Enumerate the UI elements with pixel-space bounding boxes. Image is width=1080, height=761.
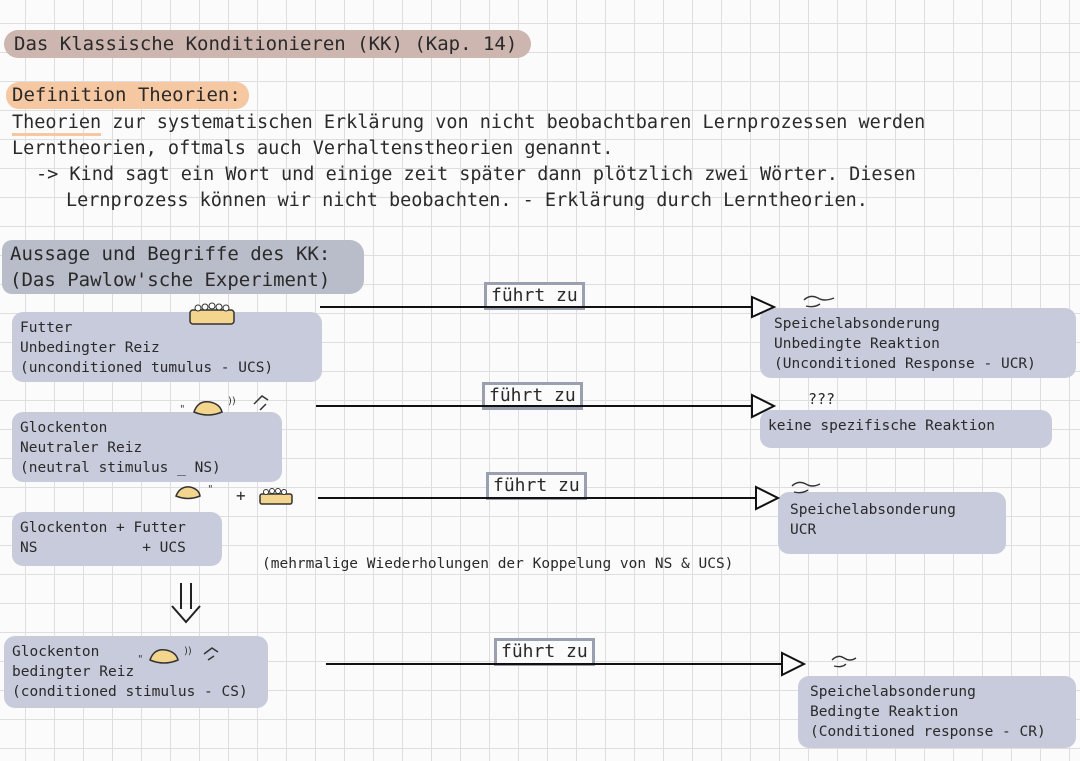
bell-icon: " ))	[180, 396, 236, 416]
arrow-row-2	[316, 393, 777, 419]
response-box-ucr-2: Speichelabsonderung UCR	[778, 492, 1006, 554]
arrow-row-4	[326, 651, 807, 677]
section-heading-line2: (Das Pawlow'sche Experiment)	[10, 269, 331, 291]
svg-text:": "	[180, 404, 185, 415]
stimulus-label: Futter	[20, 320, 73, 336]
down-arrow	[171, 583, 201, 624]
repetition-note: (mehrmalige Wiederholungen der Koppelung…	[262, 556, 734, 572]
response-term: UCR	[790, 522, 817, 538]
stimulus-label: Glockenton	[12, 644, 100, 660]
bell-icon: "	[175, 484, 213, 500]
definition-text: Theorien zur systematischen Erklärung vo…	[12, 110, 1072, 162]
definition-heading: Definition Theorien:	[6, 82, 249, 109]
stimulus-term: (unconditioned tumulus - UCS)	[20, 360, 274, 376]
svg-text:)): ))	[184, 646, 192, 657]
stimulus-type: bedingter Reiz	[12, 664, 135, 680]
stimulus-label: Glockenton + Futter	[20, 520, 186, 536]
arrow-row-3	[318, 485, 781, 511]
arrow-label: führt zu	[484, 282, 585, 310]
svg-text:)): ))	[228, 396, 236, 407]
section-heading-line1: Aussage und Begriffe des KK:	[10, 243, 331, 265]
response-box-ucr: Speichelabsonderung Unbedingte Reaktion …	[760, 308, 1076, 378]
example-line2: Lernprozess können wir nicht beobachten.…	[66, 190, 868, 211]
example-line1: -> Kind sagt ein Wort und einige zeit sp…	[36, 164, 916, 185]
dog-icon	[803, 295, 835, 308]
stimulus-type: Neutraler Reiz	[20, 440, 143, 456]
stimulus-term: (conditioned stimulus - CS)	[12, 684, 248, 700]
section-heading: Aussage und Begriffe des KK: (Das Pawlow…	[2, 240, 364, 294]
response-label: Speichelabsonderung	[810, 684, 976, 700]
question-marks: ???	[808, 390, 836, 408]
response-box-cr: Speichelabsonderung Bedingte Reaktion (C…	[798, 676, 1076, 748]
page-title: Das Klassische Konditionieren (KK) (Kap.…	[4, 30, 532, 58]
arrow-label: führt zu	[494, 638, 595, 666]
response-type: Unbedingte Reaktion	[774, 336, 940, 352]
arrow-label: führt zu	[486, 472, 587, 500]
definition-example: -> Kind sagt ein Wort und einige zeit sp…	[36, 162, 1076, 214]
response-term: (Unconditioned Response - UCR)	[774, 356, 1036, 372]
plus-sign: +	[236, 486, 246, 505]
dog-icon	[791, 481, 821, 494]
svg-text:": "	[208, 484, 213, 495]
definition-term: Theorien	[12, 112, 102, 136]
svg-text:": "	[138, 654, 143, 665]
food-bowl-icon	[189, 302, 235, 325]
stimulus-term: NS + UCS	[20, 540, 186, 556]
arrow-row-1	[320, 295, 777, 319]
definition-line2: Lerntheorien, oftmals auch Verhaltensthe…	[12, 138, 614, 159]
response-term: (Conditioned response - CR)	[810, 724, 1046, 740]
response-box-none: keine spezifische Reaktion	[760, 410, 1052, 448]
music-note-icon	[253, 395, 269, 411]
stimulus-box-ucs: Futter Unbedingter Reiz (unconditioned t…	[12, 312, 322, 382]
definition-line1: zur systematischen Erklärung von nicht b…	[101, 112, 926, 133]
stimulus-box-ns: Glockenton Neutraler Reiz (neutral stimu…	[12, 412, 282, 482]
response-label: keine spezifische Reaktion	[768, 418, 995, 434]
dog-icon	[831, 655, 857, 668]
bell-icon: " ))	[138, 646, 219, 665]
stimulus-term: (neutral stimulus _ NS)	[20, 460, 221, 476]
stimulus-type: Unbedingter Reiz	[20, 340, 160, 356]
response-type: Bedingte Reaktion	[810, 704, 959, 720]
food-bowl-icon	[259, 488, 293, 505]
stimulus-box-cs: Glockenton bedingter Reiz (conditioned s…	[4, 636, 268, 708]
stimulus-box-pairing: Glockenton + Futter NS + UCS	[12, 512, 222, 566]
stimulus-label: Glockenton	[20, 420, 108, 436]
response-label: Speichelabsonderung	[790, 502, 956, 518]
response-label: Speichelabsonderung	[774, 316, 940, 332]
